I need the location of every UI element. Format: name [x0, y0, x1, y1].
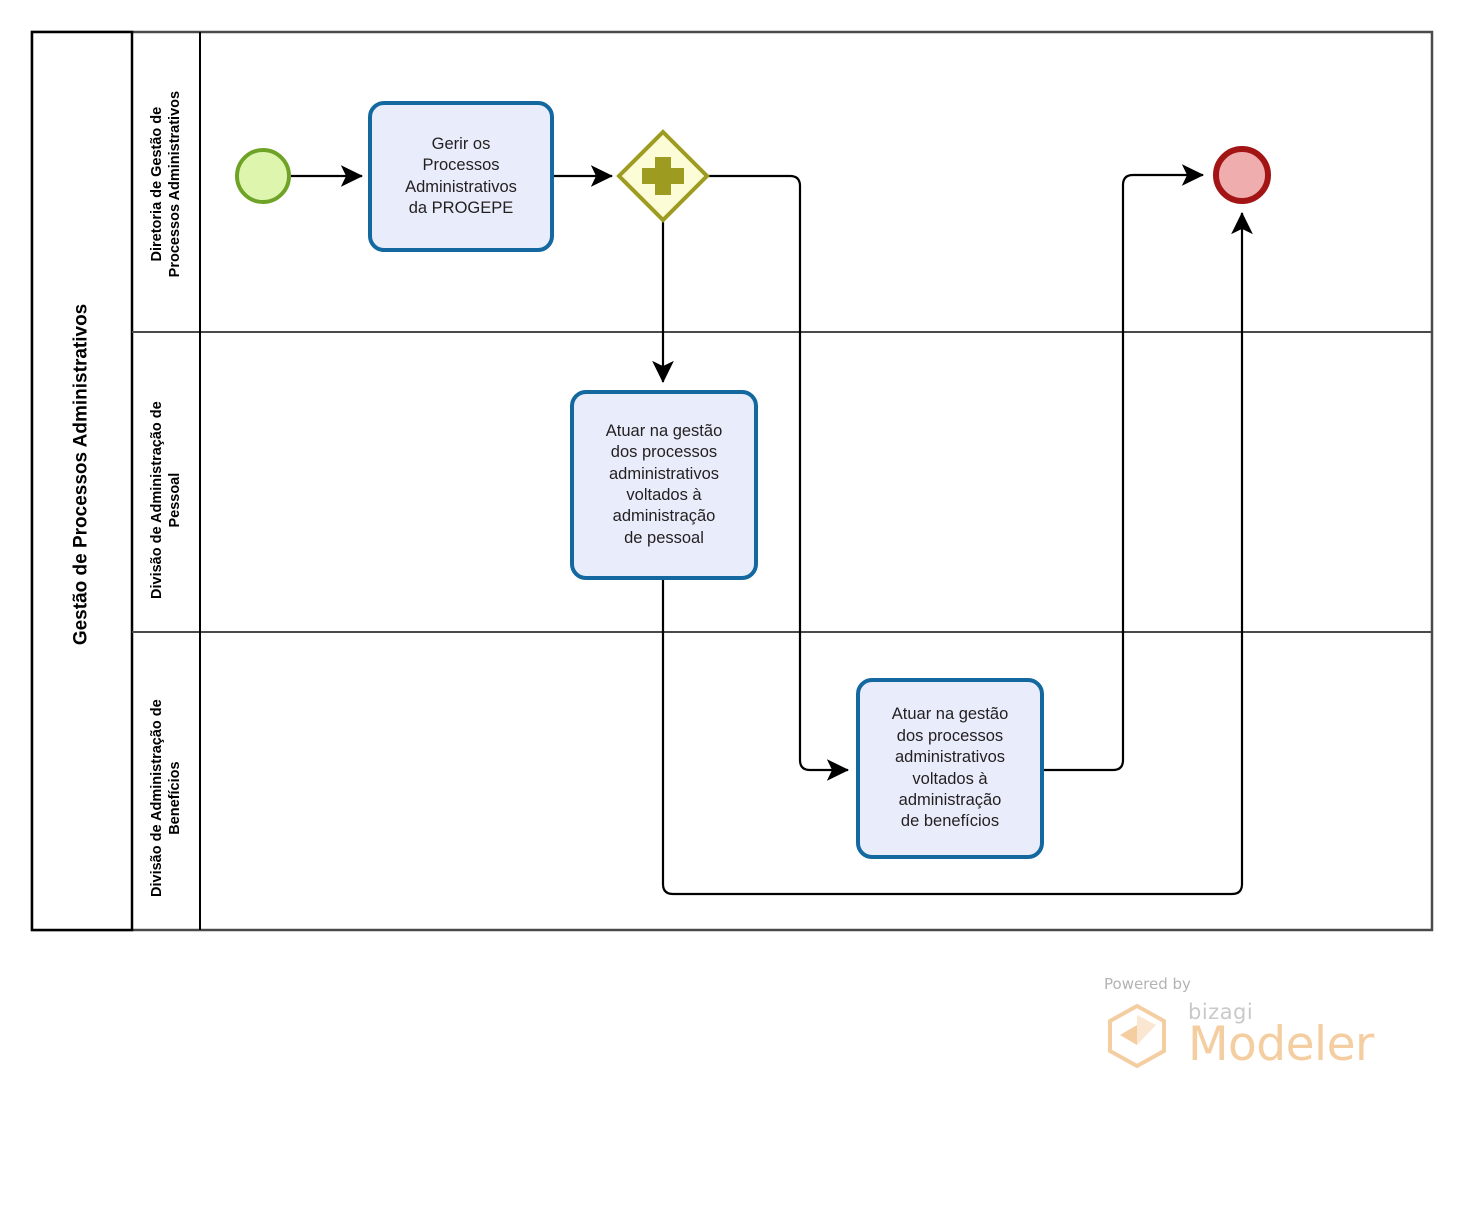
task-atuar-beneficios[interactable] — [856, 678, 1044, 859]
task-atuar-pessoal[interactable] — [570, 390, 758, 580]
powered-by-label: Powered by — [1104, 975, 1191, 993]
pool-header-band — [30, 30, 134, 932]
end-event[interactable] — [1213, 146, 1271, 204]
bizagi-watermark: Powered by bizagi Modeler — [1104, 975, 1374, 1072]
task-gerir-processos[interactable] — [368, 101, 554, 252]
bizagi-brand-label: bizagi — [1188, 1000, 1254, 1024]
flow-pessoal-to-end — [661, 211, 1253, 896]
lane-label-beneficios: Divisão de Administração de Benefícios — [148, 699, 183, 897]
task-atuar-pessoal-label: Atuar na gestão dos processos administra… — [605, 421, 723, 547]
bizagi-hexagon-icon — [1108, 1003, 1166, 1069]
flow-gateway-to-beneficios — [708, 174, 850, 781]
task-atuar-beneficios-label: Atuar na gestão dos processos administra… — [891, 705, 1009, 831]
parallel-gateway[interactable] — [616, 129, 710, 223]
pool-title: Gestão de Processos Administrativos — [70, 303, 92, 646]
lane-label-pessoal: Divisão de Administração de Pessoal — [148, 401, 183, 599]
pool-container — [30, 30, 1434, 932]
sequence-flows — [291, 164, 1253, 896]
start-event[interactable] — [235, 148, 291, 204]
flow-beneficios-to-end — [1042, 164, 1205, 772]
plus-icon — [642, 157, 684, 195]
task-gerir-processos-label: Gerir os Processos Administrativos da PR… — [405, 134, 517, 217]
lane-label-diretoria: Diretoria de Gestão de Processos Adminis… — [148, 90, 183, 278]
modeler-product-label: Modeler — [1188, 1017, 1374, 1072]
